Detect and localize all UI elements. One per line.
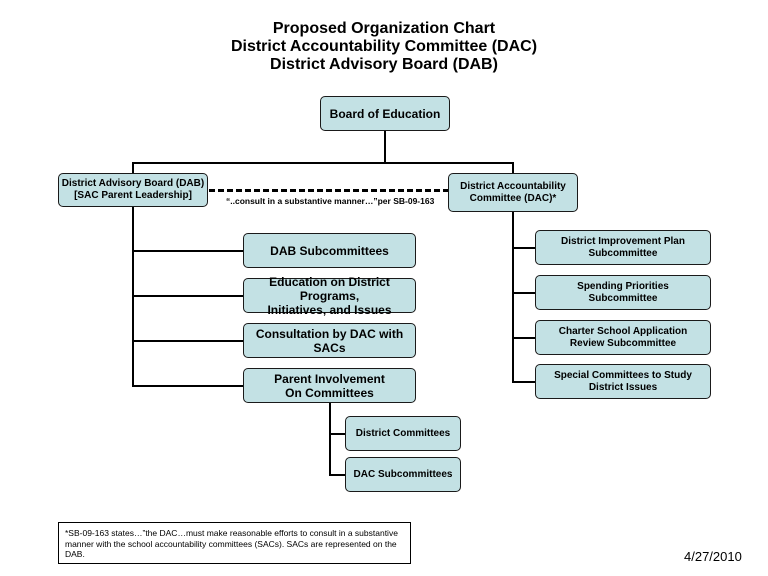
connector-dac-trunk [512, 211, 514, 382]
chart-title-line-1: Proposed Organization Chart [272, 20, 496, 37]
consult-dashed-line [209, 189, 449, 192]
chart-title-line-3: District Advisory Board (DAB) [270, 56, 498, 73]
connector-charter [512, 337, 536, 339]
connector-dab-drop [132, 162, 134, 174]
connector-board-down [384, 130, 386, 163]
node-education-on-district-programs: Education on District Programs, Initiati… [243, 275, 416, 317]
node-parent-involvement: Parent Involvement On Committees [243, 368, 416, 403]
node-district-advisory-board: District Advisory Board (DAB) [SAC Paren… [58, 173, 208, 207]
node-dac-subcommittees: DAC Subcommittees [345, 457, 461, 492]
connector-parent [132, 385, 244, 387]
node-district-improvement-plan: District Improvement Plan Subcommittee [535, 230, 711, 265]
connector-dab-sub [132, 250, 244, 252]
node-special-committees: Special Committees to Study District Iss… [535, 364, 711, 399]
node-charter-school-review: Charter School Application Review Subcom… [535, 320, 711, 355]
node-consultation-by-dac: Consultation by DAC with SACs [243, 323, 416, 358]
connector-dac-subcommittees [329, 474, 346, 476]
connector-dip [512, 247, 536, 249]
connector-education [132, 295, 244, 297]
date-label: 4/27/2010 [684, 549, 742, 564]
connector-district-committees [329, 433, 346, 435]
node-spending-priorities: Spending Priorities Subcommittee [535, 275, 711, 310]
footnote: *SB-09-163 states…”the DAC…must make rea… [58, 522, 411, 564]
chart-title-line-2: District Accountability Committee (DAC) [230, 38, 538, 55]
consult-annotation: “..consult in a substantive manner…”per … [226, 196, 435, 206]
node-district-committees: District Committees [345, 416, 461, 451]
node-district-accountability-committee: District Accountability Committee (DAC)* [448, 173, 578, 212]
node-board-of-education: Board of Education [320, 96, 450, 131]
node-dab-subcommittees: DAB Subcommittees [243, 233, 416, 268]
connector-top-horizontal [132, 162, 514, 164]
connector-dac-drop [512, 162, 514, 174]
connector-special [512, 381, 536, 383]
connector-consultation [132, 340, 244, 342]
connector-spending [512, 292, 536, 294]
connector-parent-trunk [329, 403, 331, 475]
